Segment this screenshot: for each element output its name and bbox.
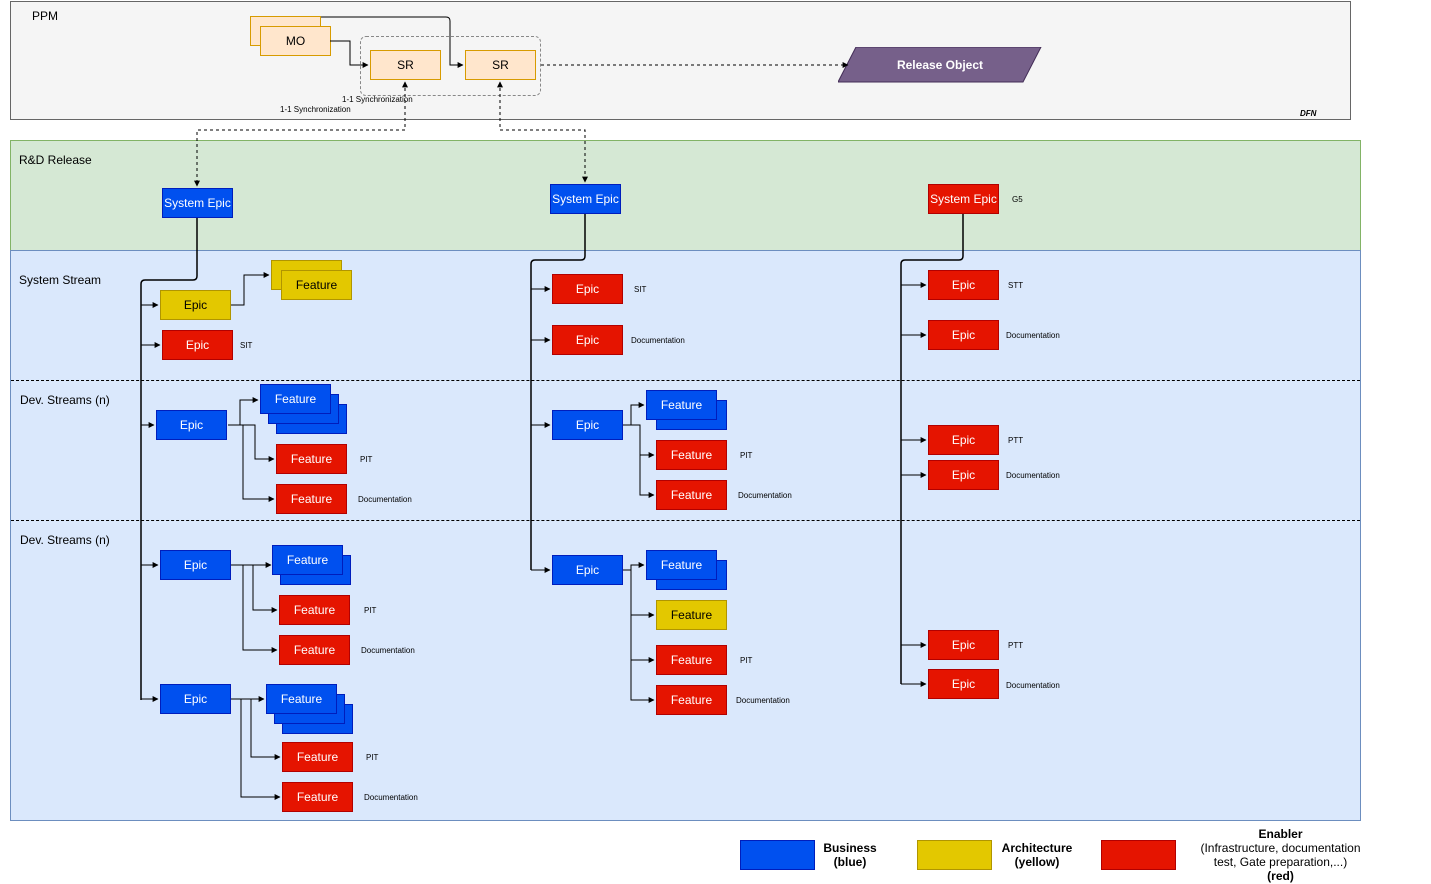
stream-divider-2 [11,520,1360,521]
release-object-label: Release Object [896,58,984,72]
col1-d1-pit-note: PIT [360,455,373,464]
col2-d2-feature-architecture[interactable]: Feature [656,600,727,630]
col3-ss-stt-note: STT [1008,281,1024,290]
col1-d2a-feature[interactable]: Feature [272,545,343,575]
col3-system-epic[interactable]: System Epic [928,184,999,214]
col3-d2-doc-note: Documentation [1006,681,1060,690]
col2-d1-feature[interactable]: Feature [646,390,717,420]
col2-d2-doc-note: Documentation [736,696,790,705]
col1-d2b-pit-note: PIT [366,753,379,762]
col2-d1-feature-pit[interactable]: Feature [656,440,727,470]
col3-ss-epic-doc[interactable]: Epic [928,320,999,350]
col3-d2-ptt-note: PTT [1008,641,1024,650]
col1-d2a-feature-doc[interactable]: Feature [279,635,350,665]
col2-d2-pit-note: PIT [740,656,753,665]
legend-enabler-title: Enabler [1258,827,1303,841]
col1-d1-feature-doc[interactable]: Feature [276,484,347,514]
col1-d2b-doc-note: Documentation [364,793,418,802]
col2-ss-epic-sit[interactable]: Epic [552,274,623,304]
sr-box-1[interactable]: SR [370,50,441,80]
legend-architecture-sub: (yellow) [1014,855,1060,869]
col3-d1-epic-doc[interactable]: Epic [928,460,999,490]
col2-d2-epic[interactable]: Epic [552,555,623,585]
dev-stream-lane-label-2: Dev. Streams (n) [20,533,110,547]
rd-release-lane-label: R&D Release [19,153,92,167]
col3-ss-epic-stt[interactable]: Epic [928,270,999,300]
mo-box[interactable]: MO [260,26,331,56]
col3-d2-epic-ptt[interactable]: Epic [928,630,999,660]
col2-d2-feature-pit[interactable]: Feature [656,645,727,675]
legend-business-sub: (blue) [833,855,867,869]
col3-ss-doc-note: Documentation [1006,331,1060,340]
col3-d1-doc-note: Documentation [1006,471,1060,480]
legend-architecture-text: Architecture (yellow) [995,841,1079,869]
legend-enabler-text: Enabler (Infrastructure, documentation t… [1195,827,1366,883]
col3-d1-epic-ptt[interactable]: Epic [928,425,999,455]
col1-d2b-feature[interactable]: Feature [266,684,337,714]
release-object-shape[interactable] [838,47,1042,83]
col2-d1-epic[interactable]: Epic [552,410,623,440]
col1-d2a-feature-pit[interactable]: Feature [279,595,350,625]
col1-ss-sit-note: SIT [240,341,253,350]
col1-d2b-epic[interactable]: Epic [160,684,231,714]
legend-architecture-title: Architecture [1001,841,1073,855]
col1-d2a-doc-note: Documentation [361,646,415,655]
stream-lane [10,250,1361,821]
ppm-lane-label: PPM [32,9,59,23]
col2-d1-pit-note: PIT [740,451,753,460]
legend-enabler-swatch [1101,840,1176,870]
col1-d1-feature-pit[interactable]: Feature [276,444,347,474]
legend-enabler-desc-2: test, Gate preparation,...) [1213,855,1348,869]
legend-business-text: Business (blue) [815,841,885,869]
legend-business-title: Business [823,841,877,855]
col1-d2a-epic[interactable]: Epic [160,550,231,580]
legend-enabler-sub: (red) [1267,869,1294,883]
col3-g5-note: G5 [1012,195,1023,204]
legend-business-swatch [740,840,815,870]
col2-d1-feature-doc[interactable]: Feature [656,480,727,510]
col1-system-epic[interactable]: System Epic [162,188,233,218]
col1-ss-feature-architecture[interactable]: Feature [281,270,352,300]
col2-d1-doc-note: Documentation [738,491,792,500]
legend-architecture-swatch [917,840,992,870]
stream-divider-1 [11,380,1360,381]
dfn-label: DFN [1300,109,1317,118]
dev-stream-lane-label-1: Dev. Streams (n) [20,393,110,407]
col2-ss-doc-note: Documentation [631,336,685,345]
col1-d1-epic[interactable]: Epic [156,410,227,440]
col2-d2-feature[interactable]: Feature [646,550,717,580]
col1-ss-epic-sit[interactable]: Epic [162,330,233,360]
sr-box-2[interactable]: SR [465,50,536,80]
col1-d1-doc-note: Documentation [358,495,412,504]
col2-ss-sit-note: SIT [634,285,647,294]
legend-enabler-desc-1: (Infrastructure, documentation [1200,841,1361,855]
col1-d2a-pit-note: PIT [364,606,377,615]
col2-ss-epic-doc[interactable]: Epic [552,325,623,355]
col1-d2b-feature-doc[interactable]: Feature [282,782,353,812]
col3-d1-ptt-note: PTT [1008,436,1024,445]
col2-system-epic[interactable]: System Epic [550,184,621,214]
col1-d2b-feature-pit[interactable]: Feature [282,742,353,772]
col3-d2-epic-doc[interactable]: Epic [928,669,999,699]
col1-d1-feature[interactable]: Feature [260,384,331,414]
col1-ss-epic-architecture[interactable]: Epic [160,290,231,320]
system-stream-lane-label: System Stream [19,273,102,287]
col2-d2-feature-doc[interactable]: Feature [656,685,727,715]
